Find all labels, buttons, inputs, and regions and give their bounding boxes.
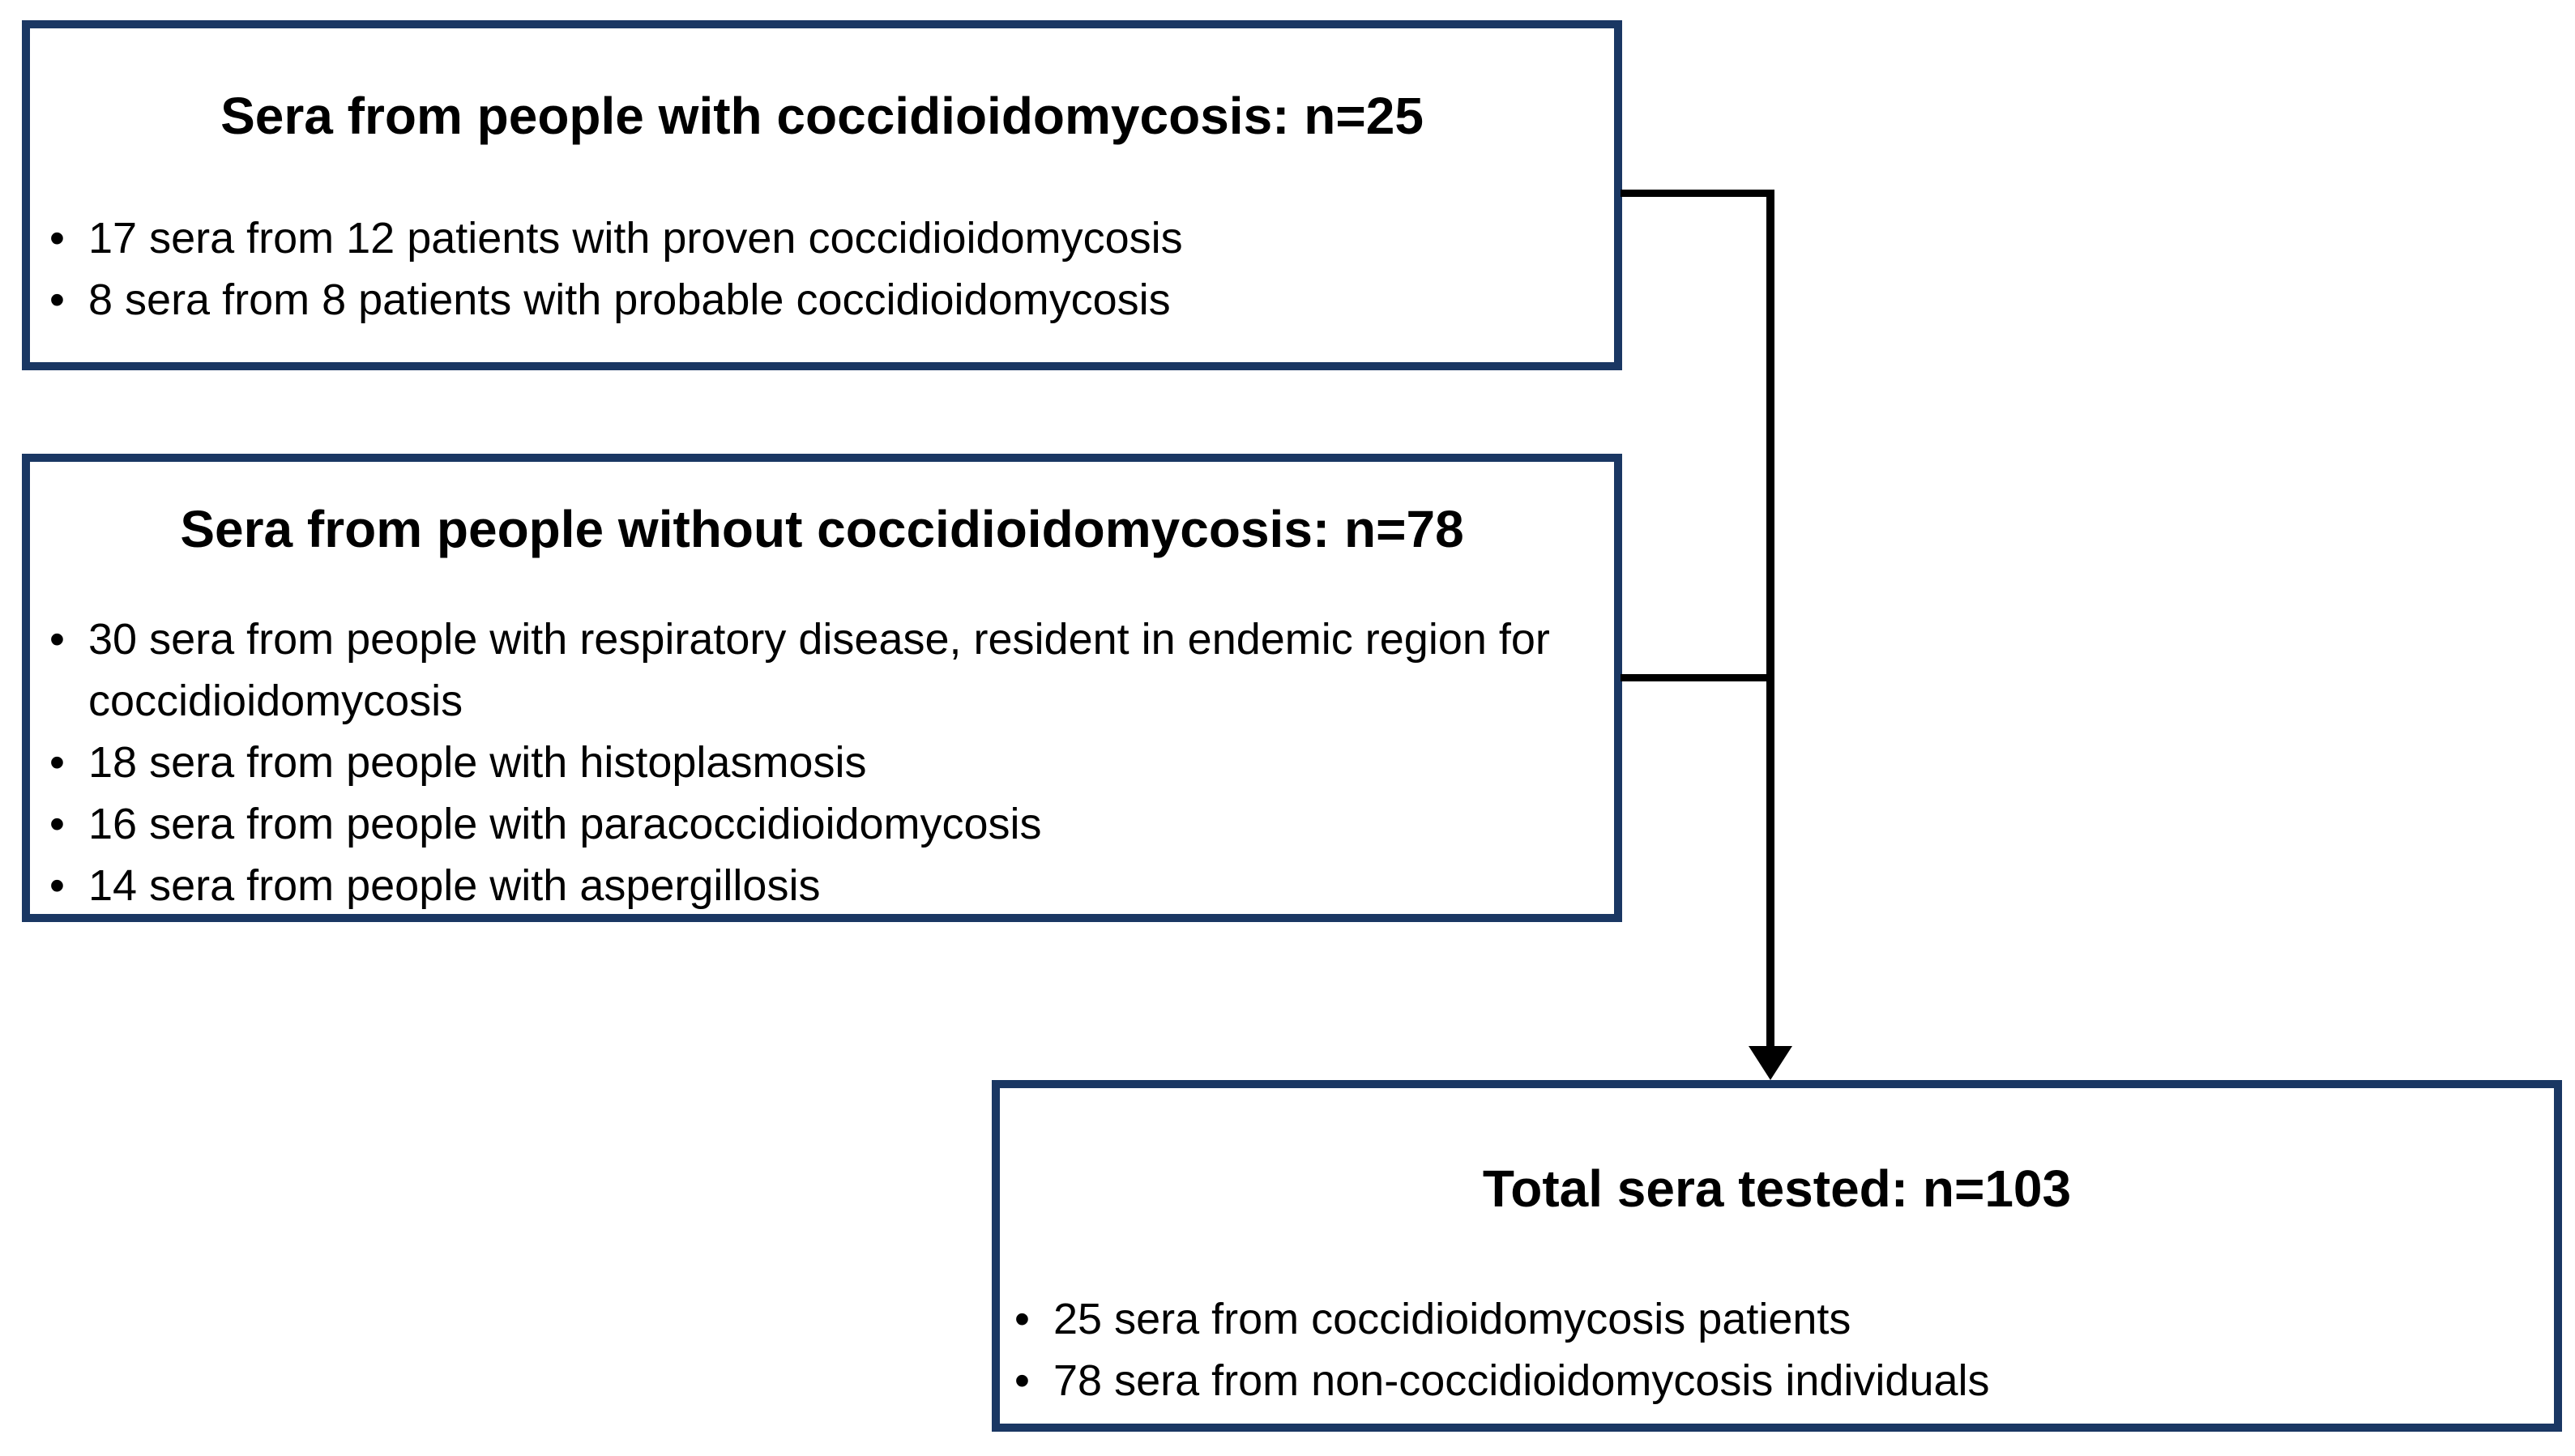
bullet-text: 17 sera from 12 patients with proven coc… [88, 214, 1183, 263]
list-item: • 18 sera from people with histoplasmosi… [49, 732, 1598, 793]
box-total-sera-tested: Total sera tested: n=103 • 25 sera from … [992, 1080, 2562, 1432]
bullet-text: 16 sera from people with paracoccidioido… [88, 800, 1042, 848]
list-item: • 78 sera from non-coccidioidomycosis in… [1014, 1350, 2538, 1411]
box-title: Total sera tested: n=103 [1482, 1159, 2072, 1218]
bullet-icon: • [1014, 1295, 1030, 1343]
bullet-icon: • [49, 738, 65, 787]
bullet-text: 78 sera from non-coccidioidomycosis indi… [1053, 1356, 1990, 1405]
box-title: Sera from people with coccidioidomycosis… [220, 87, 1424, 145]
bullet-list: • 30 sera from people with respiratory d… [30, 608, 1614, 916]
box-title: Sera from people without coccidioidomyco… [180, 500, 1464, 558]
list-item: • 25 sera from coccidioidomycosis patien… [1014, 1288, 2538, 1350]
bullet-text: 18 sera from people with histoplasmosis [88, 738, 867, 787]
bullet-list: • 17 sera from 12 patients with proven c… [30, 207, 1614, 331]
connector-middle-horizontal-line [1621, 674, 1770, 681]
bullet-icon: • [49, 800, 65, 848]
box-sera-with-coccidioidomycosis: Sera from people with coccidioidomycosis… [22, 20, 1622, 370]
bullet-icon: • [49, 861, 65, 910]
arrowhead-down-icon [1749, 1046, 1792, 1080]
bullet-text: 14 sera from people with aspergillosis [88, 861, 821, 910]
bullet-text: 25 sera from coccidioidomycosis patients [1053, 1295, 1851, 1343]
list-item: • 17 sera from 12 patients with proven c… [49, 207, 1598, 269]
bullet-text: 8 sera from 8 patients with probable coc… [88, 275, 1171, 324]
bullet-icon: • [1014, 1356, 1030, 1405]
bullet-icon: • [49, 615, 65, 664]
list-item: • 14 sera from people with aspergillosis [49, 855, 1598, 916]
list-item: • 16 sera from people with paracoccidioi… [49, 793, 1598, 855]
bullet-text: 30 sera from people with respiratory dis… [88, 615, 1550, 725]
connector-top-horizontal-line [1621, 190, 1770, 197]
list-item: • 8 sera from 8 patients with probable c… [49, 269, 1598, 331]
connector-vertical-line [1766, 190, 1774, 1047]
bullet-list: • 25 sera from coccidioidomycosis patien… [1000, 1288, 2554, 1411]
list-item: • 30 sera from people with respiratory d… [49, 608, 1598, 732]
bullet-icon: • [49, 275, 65, 324]
box-sera-without-coccidioidomycosis: Sera from people without coccidioidomyco… [22, 454, 1622, 922]
bullet-icon: • [49, 214, 65, 263]
